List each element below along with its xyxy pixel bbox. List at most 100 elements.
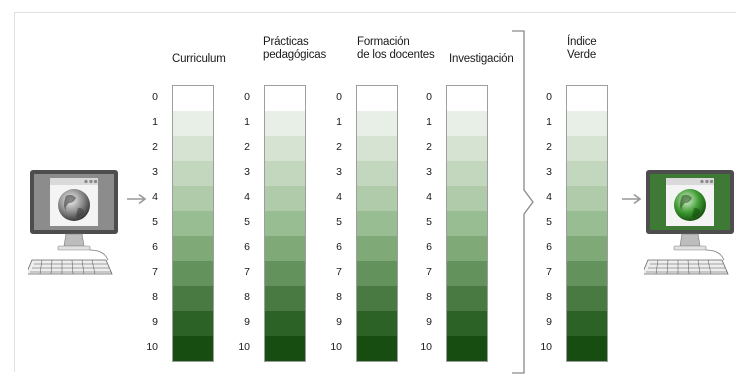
scale-label: 0 [336,91,342,103]
scale-label: 3 [336,166,342,178]
scale-segment [567,86,607,111]
scale-segment [265,211,305,236]
right-arrow-icon [621,193,643,209]
scale-segment [265,186,305,211]
scale-label: 2 [244,141,250,153]
scale-label: 6 [546,241,552,253]
scale-segment [173,211,213,236]
computer-gray-globe-icon [25,168,120,293]
scale-label: 0 [152,91,158,103]
column-title-line: Verde [567,49,597,61]
left-divider [14,12,15,372]
scale-segment [173,111,213,136]
scale-segment [173,286,213,311]
scale-bar-curriculum [172,85,214,362]
scale-label: 4 [546,191,552,203]
scale-label: 7 [546,266,552,278]
scale-label: 7 [336,266,342,278]
scale-segment [357,161,397,186]
column-title-curriculum: Curriculum [172,53,226,66]
scale-label: 8 [152,291,158,303]
scale-segment [567,161,607,186]
scale-label: 4 [244,191,250,203]
scale-segment [447,311,487,336]
scale-label: 2 [426,141,432,153]
scale-label: 2 [546,141,552,153]
scale-bar-practicas [264,85,306,362]
column-title-line: Índice [567,36,597,48]
scale-label: 8 [426,291,432,303]
scale-segment [357,336,397,361]
scale-segment [357,186,397,211]
scale-label: 9 [336,316,342,328]
scale-segment [447,86,487,111]
scale-segment [173,311,213,336]
scale-label: 6 [244,241,250,253]
scale-segment [567,186,607,211]
scale-segment [447,111,487,136]
scale-segment [265,311,305,336]
computer-green-globe-icon [641,168,736,293]
scale-segment [447,336,487,361]
scale-segment [447,161,487,186]
column-title-line: Curriculum [172,53,226,65]
scale-segment [447,136,487,161]
scale-label: 4 [152,191,158,203]
scale-label: 3 [152,166,158,178]
scale-segment [567,111,607,136]
scale-segment [173,161,213,186]
scale-label: 3 [546,166,552,178]
scale-segment [265,236,305,261]
scale-label: 10 [146,341,158,353]
scale-segment [567,211,607,236]
bracket-icon [511,30,537,380]
scale-label: 4 [336,191,342,203]
scale-segment [173,86,213,111]
scale-label: 5 [152,216,158,228]
column-title-formacion: Formación de los docentes [357,36,435,62]
right-arrow-icon [126,193,148,209]
scale-segment [357,236,397,261]
scale-segment [173,186,213,211]
column-title-line: de los docentes [357,49,435,61]
scale-label: 5 [244,216,250,228]
scale-segment [173,336,213,361]
scale-label: 10 [330,341,342,353]
scale-segment [447,211,487,236]
column-title-indice-verde: Índice Verde [567,36,597,62]
column-title-line: pedagógicas [263,49,327,61]
scale-segment [567,336,607,361]
scale-segment [447,186,487,211]
scale-segment [357,86,397,111]
scale-label: 3 [244,166,250,178]
scale-segment [567,286,607,311]
scale-label: 6 [152,241,158,253]
scale-label: 0 [546,91,552,103]
scale-segment [265,136,305,161]
scale-label: 0 [244,91,250,103]
column-title-practicas: Prácticas pedagógicas [263,36,326,62]
scale-label: 10 [540,341,552,353]
scale-label: 9 [426,316,432,328]
scale-segment [265,161,305,186]
scale-label: 1 [546,116,552,128]
scale-segment [357,261,397,286]
column-title-line: Formación [357,36,410,48]
scale-segment [265,286,305,311]
column-title-investigacion: Investigación [449,53,514,66]
scale-segment [567,136,607,161]
column-title-line: Prácticas [263,36,309,48]
scale-segment [567,236,607,261]
scale-label: 8 [244,291,250,303]
scale-segment [447,261,487,286]
scale-segment [357,136,397,161]
scale-label: 10 [238,341,250,353]
scale-segment [357,111,397,136]
scale-segment [357,286,397,311]
scale-label: 1 [336,116,342,128]
scale-segment [265,261,305,286]
column-title-line: Investigación [449,53,514,65]
scale-label: 2 [336,141,342,153]
scale-segment [265,336,305,361]
scale-label: 5 [336,216,342,228]
